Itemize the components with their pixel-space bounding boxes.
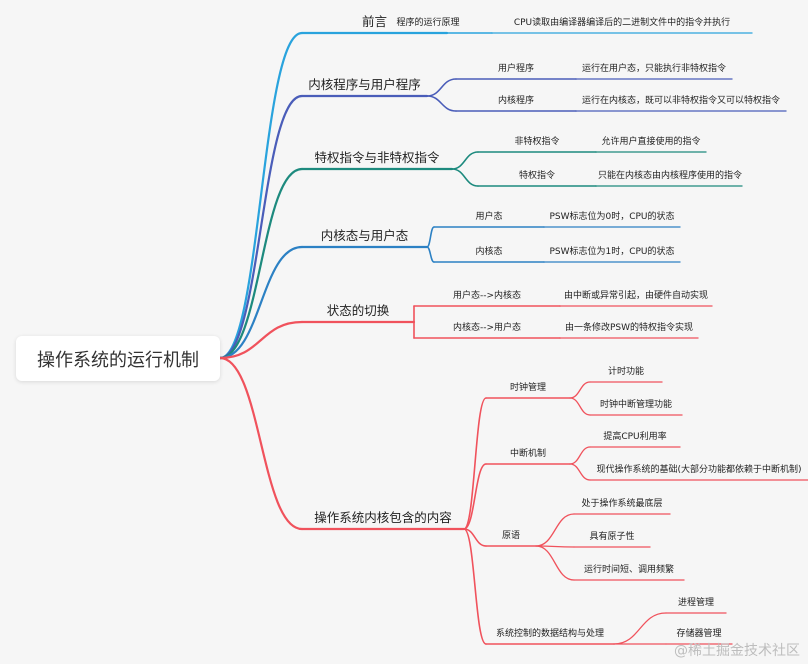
- detail-topic[interactable]: 时钟中断管理功能: [599, 400, 672, 410]
- subtopic[interactable]: 中断机制: [509, 449, 546, 459]
- detail-topic[interactable]: 计时功能: [607, 367, 644, 377]
- detail-topic[interactable]: 处于操作系统最底层: [581, 499, 663, 509]
- detail-topic[interactable]: 提高CPU利用率: [603, 432, 667, 442]
- subtopic-connector: [426, 246, 435, 263]
- detail-topic[interactable]: 由一条修改PSW的特权指令实现: [564, 323, 694, 333]
- subtopic[interactable]: 用户态: [475, 212, 503, 222]
- subtopic[interactable]: 用户态-->内核态: [452, 291, 522, 301]
- branch-topic[interactable]: 状态的切换: [326, 302, 390, 318]
- detail-topic[interactable]: 由中断或异常引起，由硬件自动实现: [563, 291, 708, 301]
- detail-connector: [569, 381, 591, 399]
- branch-topic[interactable]: 前言: [361, 13, 387, 29]
- branch-connector: [218, 31, 304, 360]
- subtopic-connector: [451, 168, 479, 187]
- subtopic-connector: [451, 151, 479, 170]
- subtopic[interactable]: 非特权指令: [514, 137, 560, 147]
- branch-topic[interactable]: 操作系统内核包含的内容: [314, 509, 452, 525]
- subtopic[interactable]: 系统控制的数据结构与处理: [495, 629, 604, 639]
- branch-topic[interactable]: 内核态与用户态: [320, 227, 409, 243]
- branch-connector: [218, 245, 304, 360]
- detail-topic[interactable]: 具有原子性: [589, 532, 635, 542]
- detail-topic[interactable]: 运行时间短、调用频繁: [583, 565, 674, 575]
- detail-topic[interactable]: 运行在用户态，只能执行非特权指令: [581, 64, 726, 74]
- branch-topic[interactable]: 特权指令与非特权指令: [314, 149, 440, 165]
- detail-topic[interactable]: CPU读取由编译器编译后的二进制文件中的指令并执行: [513, 18, 731, 28]
- branch-connector: [218, 167, 304, 360]
- detail-connector: [569, 463, 591, 481]
- subtopic[interactable]: 原语: [501, 531, 520, 541]
- detail-topic[interactable]: 只能在内核态由内核程序使用的指令: [598, 171, 743, 181]
- subtopic-connector: [426, 226, 435, 248]
- subtopic-connector: [463, 528, 487, 645]
- detail-connector: [569, 446, 591, 465]
- detail-connector: [535, 545, 575, 581]
- subtopic-connector: [426, 78, 457, 97]
- subtopic[interactable]: 时钟管理: [509, 383, 546, 393]
- branch-connector: [218, 356, 304, 531]
- watermark: @稀土掘金技术社区: [674, 643, 800, 659]
- subtopic[interactable]: 内核态-->用户态: [452, 323, 522, 333]
- branch-connector: [218, 94, 304, 360]
- detail-connector: [535, 513, 575, 547]
- detail-topic[interactable]: PSW标志位为1时，CPU的状态: [549, 247, 675, 257]
- subtopic-connector: [463, 397, 487, 530]
- detail-topic[interactable]: 进程管理: [677, 598, 714, 608]
- branch-topic[interactable]: 内核程序与用户程序: [308, 76, 421, 92]
- subtopic[interactable]: 特权指令: [518, 171, 555, 181]
- detail-connector: [569, 397, 591, 416]
- detail-topic[interactable]: PSW标志位为0时，CPU的状态: [549, 212, 675, 222]
- detail-connector: [613, 612, 667, 645]
- detail-topic[interactable]: 运行在内核态，既可以非特权指令又可以特权指令: [581, 96, 780, 106]
- subtopic[interactable]: 内核态: [475, 247, 503, 257]
- detail-topic[interactable]: 现代操作系统的基础(大部分功能都依赖于中断机制): [596, 465, 802, 475]
- subtopic[interactable]: 用户程序: [497, 64, 534, 74]
- subtopic[interactable]: 内核程序: [497, 96, 534, 106]
- branch-connector: [218, 320, 304, 360]
- root-node[interactable]: 操作系统的运行机制: [16, 336, 220, 381]
- subtopic-connector: [463, 528, 487, 547]
- detail-topic[interactable]: 允许用户直接使用的指令: [601, 137, 701, 147]
- subtopic-connector: [426, 95, 457, 112]
- detail-topic[interactable]: 存储器管理: [676, 629, 722, 639]
- subtopic[interactable]: 程序的运行原理: [396, 18, 460, 28]
- subtopic-connector: [463, 463, 487, 530]
